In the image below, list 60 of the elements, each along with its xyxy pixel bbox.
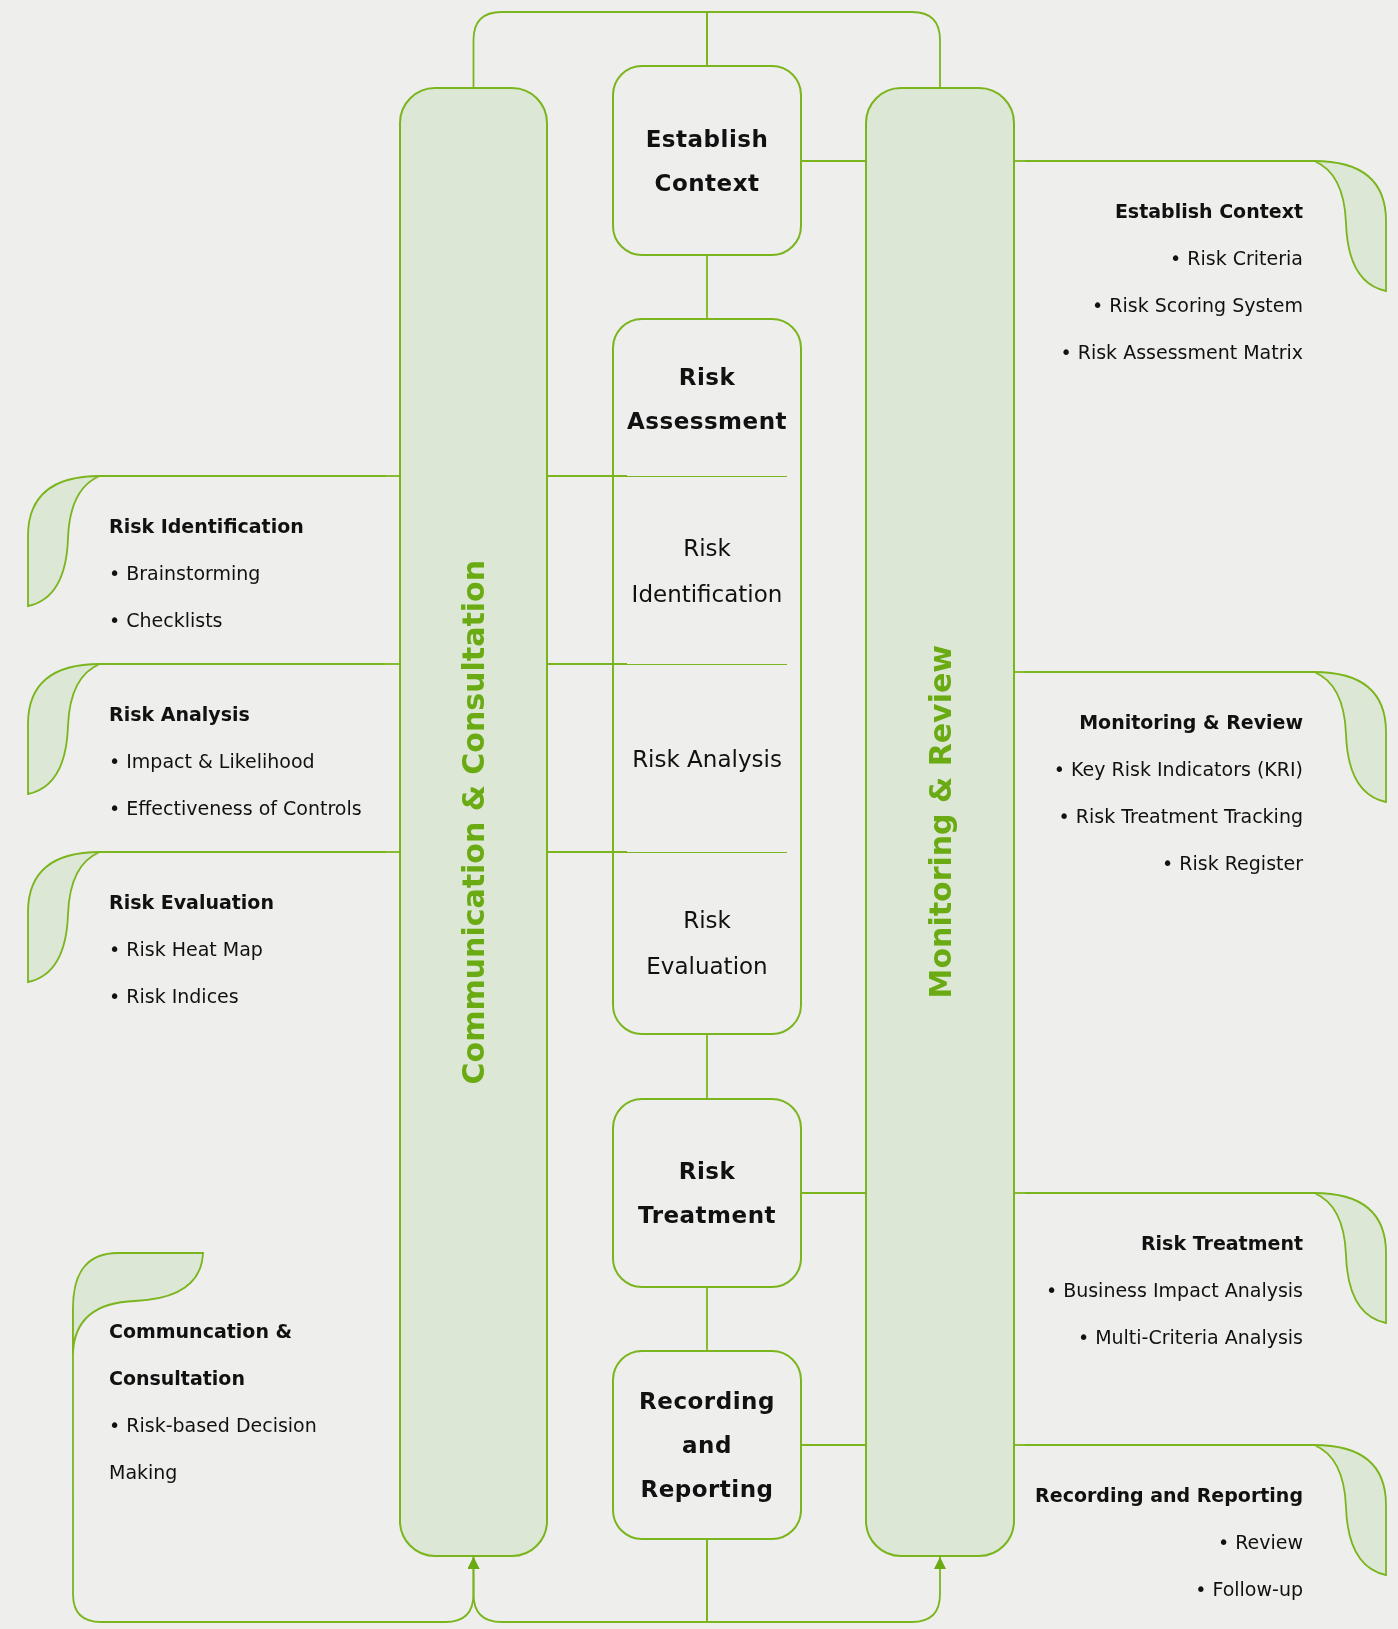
connector-line xyxy=(1014,1444,1026,1446)
note-heading: Risk Treatment xyxy=(1139,1231,1303,1256)
vertical-band xyxy=(865,87,1015,1557)
note-heading: Recording and Reporting xyxy=(1034,1483,1303,1508)
bullet-item: • Risk Heat Map xyxy=(109,937,264,962)
bullet-item: • Checklists xyxy=(109,608,224,633)
band-title: Communication & Consultation xyxy=(456,559,491,1085)
bullet-item: • Key Risk Indicators (KRI) xyxy=(1052,757,1303,782)
process-box xyxy=(612,318,802,1035)
process-box xyxy=(612,65,802,256)
bullet-item: • Effectiveness of Controls xyxy=(109,796,363,821)
connector-line xyxy=(801,1192,866,1194)
connector-line xyxy=(706,1287,708,1351)
note-heading: Establish Context xyxy=(1113,199,1303,224)
connector-line xyxy=(472,11,708,88)
note-heading: Monitoring & Review xyxy=(1078,710,1303,735)
note-heading: Communcation & Consultation xyxy=(109,1319,294,1391)
box-title: Risk Assessment xyxy=(625,363,789,436)
band-title: Monitoring & Review xyxy=(922,645,958,999)
section-title: Risk Identification xyxy=(630,533,784,609)
bullet-item: • Risk Assessment Matrix xyxy=(1059,340,1303,365)
connector-line xyxy=(706,255,708,319)
bullet-item: • Brainstorming xyxy=(109,561,262,586)
connector-line xyxy=(706,1034,708,1099)
box-title: Risk Treatment xyxy=(636,1157,778,1230)
bullet-item: • Risk Register xyxy=(1161,851,1303,876)
bullet-item: • Risk Indices xyxy=(109,984,240,1009)
connector-line xyxy=(1014,1192,1026,1194)
connector-line xyxy=(801,1444,866,1446)
connector-line xyxy=(1014,160,1026,162)
connector-line xyxy=(547,475,628,477)
arrow xyxy=(706,1539,946,1623)
note-heading: Risk Identification xyxy=(109,514,305,539)
bullet-item: • Risk Treatment Tracking xyxy=(1057,804,1303,829)
box-title: Establish Context xyxy=(644,124,770,198)
note-heading: Risk Evaluation xyxy=(109,890,275,915)
section-title: Risk Evaluation xyxy=(645,906,769,981)
bullet-item: • Multi-Criteria Analysis xyxy=(1076,1325,1303,1350)
bullet-item: • Business Impact Analysis xyxy=(1044,1278,1303,1303)
bullet-item: • Follow-up xyxy=(1194,1577,1303,1602)
bullet-item: • Risk Criteria xyxy=(1169,246,1303,271)
connector-line xyxy=(1014,671,1026,673)
bullet-item: • Impact & Likelihood xyxy=(109,749,316,774)
connector-line xyxy=(384,663,400,665)
box-title: Recording and Reporting xyxy=(638,1387,776,1504)
bullet-item: • Risk Scoring System xyxy=(1091,293,1303,318)
arrow xyxy=(72,1489,480,1623)
note-heading: Risk Analysis xyxy=(109,702,251,727)
connector-line xyxy=(384,475,400,477)
vertical-band xyxy=(399,87,548,1557)
section-title: Risk Analysis xyxy=(632,744,782,774)
bullet-item: • Risk-based Decision Making xyxy=(109,1413,318,1485)
process-box xyxy=(612,1098,802,1288)
connector-line xyxy=(706,11,941,88)
process-box xyxy=(612,1350,802,1540)
connector-line xyxy=(801,160,866,162)
connector-line xyxy=(547,663,628,665)
connector-line xyxy=(384,851,400,853)
connector-line xyxy=(547,851,628,853)
bullet-item: • Review xyxy=(1216,1530,1303,1555)
